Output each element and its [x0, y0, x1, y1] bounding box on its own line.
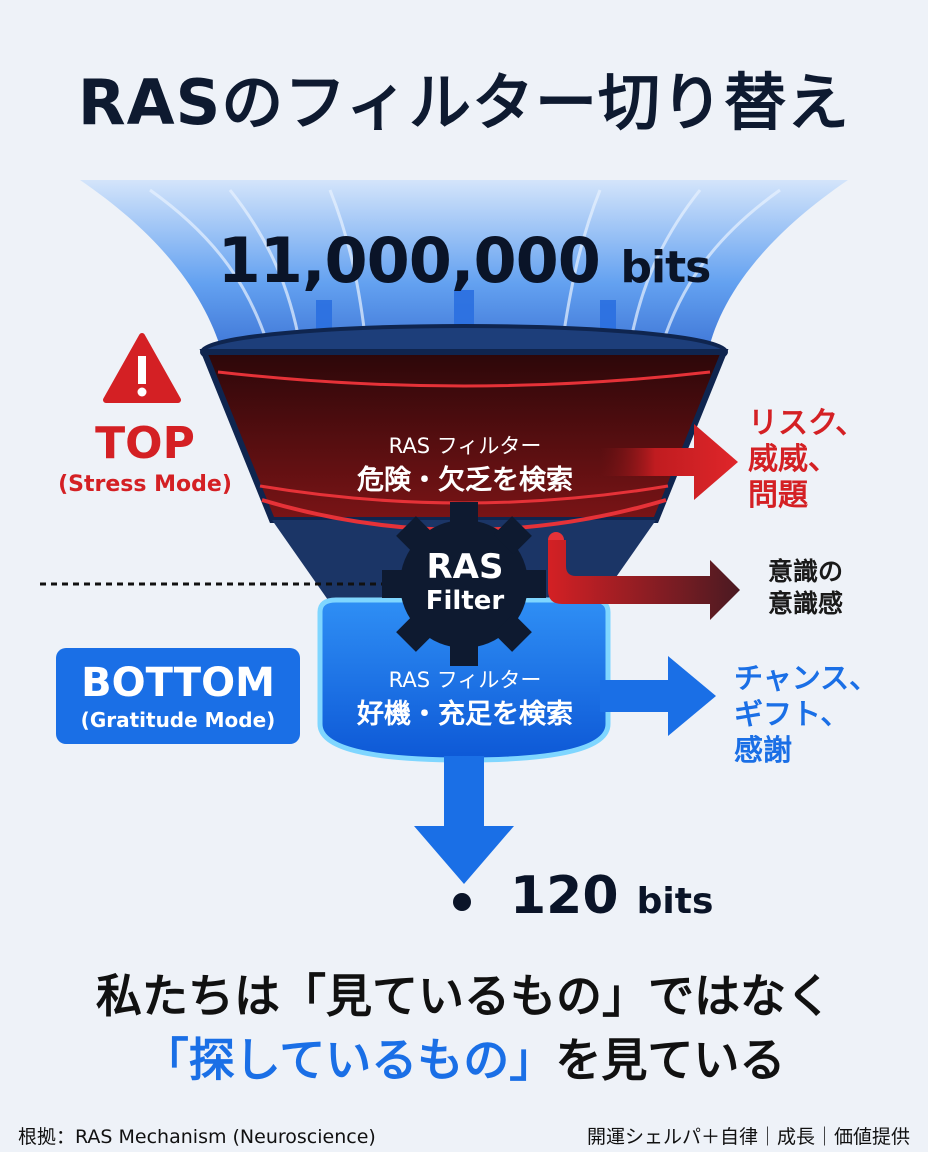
- output-bits-unit: bits: [636, 881, 714, 922]
- risk-output-arrow: [600, 424, 738, 500]
- incoming-data-stream: [80, 180, 848, 352]
- bottom-mode-label: BOTTOM: [81, 660, 275, 706]
- top-mode-sublabel: (Stress Mode): [58, 472, 232, 497]
- gear-label-line1: RAS: [426, 547, 504, 587]
- gratitude-filter-body: [317, 597, 611, 763]
- chance-output-line: ギフト、: [734, 697, 850, 731]
- top-filter-description: 危険・欠乏を検索: [357, 465, 573, 496]
- chance-output-arrow: [600, 656, 716, 736]
- chance-output-line: チャンス、: [734, 661, 879, 695]
- awareness-output-arrow: [548, 540, 740, 620]
- risk-output-line: 問題: [748, 478, 808, 513]
- input-bits-label: 11,000,000 bits: [0, 224, 928, 297]
- output-bits-label: 120 bits: [510, 866, 713, 926]
- output-down-arrow: [414, 756, 514, 884]
- output-bits-value: 120: [510, 866, 619, 926]
- awareness-output-text: 意識の 意識感: [768, 556, 918, 620]
- gear-label-line2: Filter: [425, 586, 505, 616]
- tagline-highlight: 「探しているもの」: [142, 1033, 556, 1087]
- awareness-output-line: 意識の: [768, 557, 844, 586]
- chance-output-text: チャンス、 ギフト、 感謝: [734, 660, 914, 768]
- risk-output-text: リスク、 威威、 問題: [748, 406, 918, 514]
- credit-text: 開運シェルパ＋自律｜成長｜価値提供: [586, 1126, 910, 1148]
- warning-icon: [103, 333, 181, 403]
- ras-gear-icon: [382, 502, 546, 666]
- page-title: RASのフィルター切り替え: [77, 66, 851, 139]
- top-filter-name: RAS フィルター: [388, 434, 542, 458]
- gear-label: RAS Filter: [396, 548, 534, 616]
- risk-output-line: 威威、: [748, 442, 838, 477]
- input-bits-value: 11,000,000: [217, 224, 601, 297]
- awareness-output-line: 意識感: [768, 589, 844, 618]
- risk-output-line: リスク、: [748, 406, 866, 441]
- source-citation: 根拠：RAS Mechanism (Neuroscience): [18, 1126, 376, 1148]
- bottom-filter-name: RAS フィルター: [388, 668, 542, 692]
- bottom-mode-badge: BOTTOM (Gratitude Mode): [56, 648, 300, 744]
- tagline-line2: 「探しているもの」を見ている: [0, 1024, 928, 1090]
- chance-output-line: 感謝: [734, 733, 793, 767]
- bottom-mode-sublabel: (Gratitude Mode): [80, 708, 276, 732]
- tagline-line1: 私たちは「見ているもの」ではなく: [96, 969, 832, 1023]
- top-mode-label: TOP: [95, 418, 195, 469]
- tagline-rest: を見ている: [555, 1033, 786, 1087]
- bottom-filter-description: 好機・充足を検索: [357, 699, 573, 730]
- input-bits-unit: bits: [620, 242, 712, 293]
